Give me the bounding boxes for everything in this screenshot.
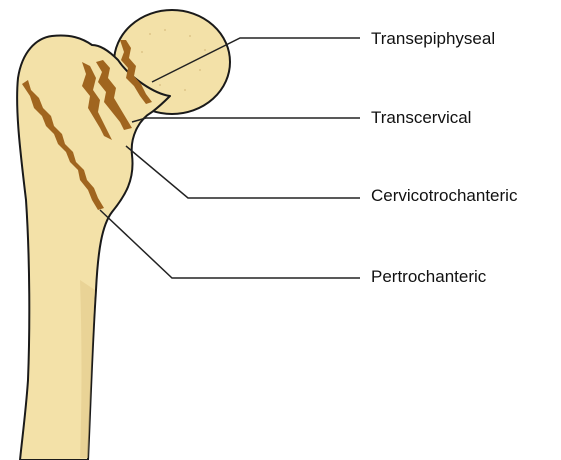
leader-line-pertrochanteric bbox=[100, 210, 360, 278]
leader-line-cervicotrochanteric bbox=[126, 146, 360, 198]
label-transepiphyseal: Transepiphyseal bbox=[371, 29, 495, 49]
label-cervicotrochanteric: Cervicotrochanteric bbox=[371, 186, 517, 206]
label-pertrochanteric: Pertrochanteric bbox=[371, 267, 486, 287]
leader-line-transcervical bbox=[132, 118, 360, 122]
label-transcervical: Transcervical bbox=[371, 108, 471, 128]
